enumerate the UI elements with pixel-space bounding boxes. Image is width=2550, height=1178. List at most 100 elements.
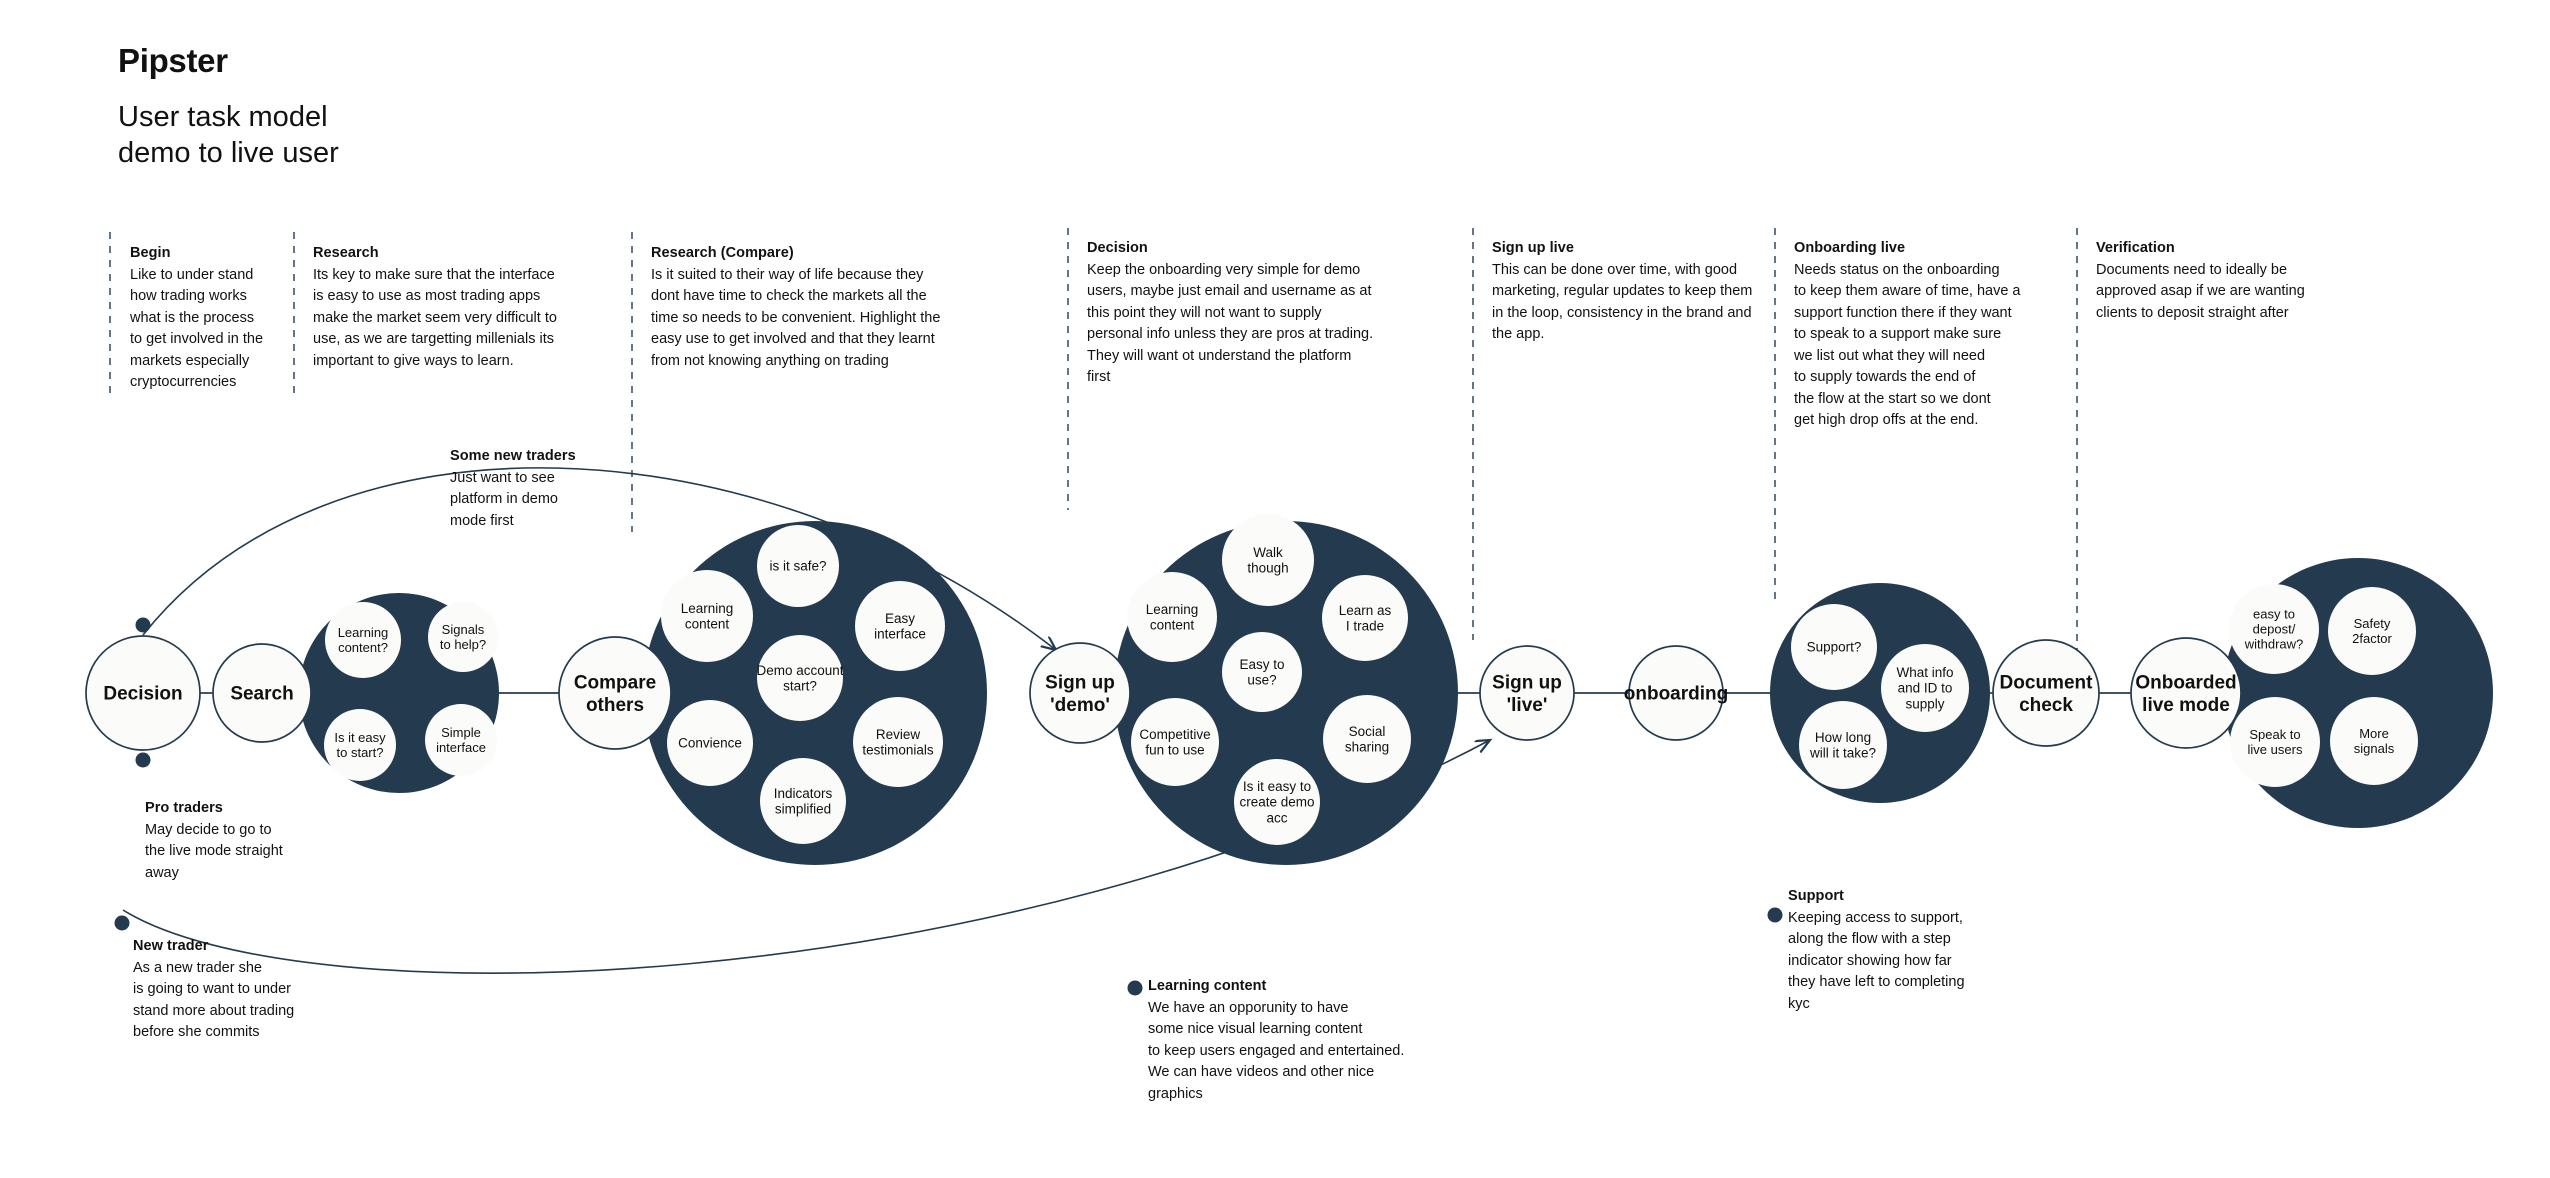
note-title: Research (Compare): [651, 245, 794, 261]
bubble-circle[interactable]: [855, 581, 945, 671]
node-circle[interactable]: [85, 635, 201, 751]
note-title: Research: [313, 245, 379, 261]
bubble-circle[interactable]: [1322, 575, 1408, 661]
node-circle[interactable]: [558, 636, 672, 750]
bubble-circle[interactable]: [760, 758, 846, 844]
flow-node-search[interactable]: Search: [212, 643, 312, 743]
bubble-circle[interactable]: [1222, 632, 1302, 712]
bubble-circle[interactable]: [1881, 644, 1969, 732]
bubble-circle[interactable]: [2229, 584, 2319, 674]
bubble-0[interactable]: is it safe?: [757, 525, 839, 607]
bubble-circle[interactable]: [1323, 695, 1411, 783]
bubble-label: Walk: [1253, 545, 1283, 560]
bubble-label: start?: [783, 679, 817, 694]
bubble-label: Is it easy to: [1243, 779, 1311, 794]
bubble-circle[interactable]: [1791, 604, 1877, 690]
note-body: Just want to see platform in demo mode f…: [450, 470, 558, 529]
subtitle-line-1: User task model: [118, 101, 328, 133]
bubble-0[interactable]: Support?: [1791, 604, 1877, 690]
node-circle[interactable]: [1029, 642, 1131, 744]
bubble-circle[interactable]: [1131, 698, 1219, 786]
bubble-circle[interactable]: [324, 709, 396, 781]
note-guide-lines: [109, 228, 2078, 660]
bubble-circle[interactable]: [667, 700, 753, 786]
note-title: Support: [1788, 888, 1844, 904]
note-title: Some new traders: [450, 448, 576, 464]
bubble-label: Indicators: [774, 786, 833, 801]
bubble-circle[interactable]: [325, 602, 401, 678]
bubble-label: withdraw?: [2244, 637, 2304, 652]
node-label: others: [586, 695, 644, 716]
begin-dot: [135, 617, 151, 633]
bubble-circle[interactable]: [853, 697, 943, 787]
bubble-label: supply: [1905, 696, 1944, 711]
bubble-label: Learning: [681, 601, 734, 616]
flow-node-signup-demo[interactable]: Sign up'demo': [1029, 642, 1131, 744]
bubble-circle[interactable]: [1799, 701, 1887, 789]
bubble-circle[interactable]: [425, 704, 497, 776]
note-body: Keep the onboarding very simple for demo…: [1087, 262, 1374, 386]
bubble-circle[interactable]: [2230, 697, 2320, 787]
bubble-circle[interactable]: [1222, 514, 1314, 606]
bubble-circle[interactable]: [2328, 587, 2416, 675]
bubble-circle[interactable]: [428, 602, 498, 672]
node-circle[interactable]: [1628, 645, 1724, 741]
bubble-label: easy to: [2253, 606, 2295, 621]
bubble-label: Speak to: [2249, 727, 2300, 742]
bubble-label: Simple: [441, 725, 481, 740]
bubble-label: Is it easy: [334, 730, 386, 745]
node-circle[interactable]: [1992, 639, 2100, 747]
node-circle[interactable]: [2130, 637, 2242, 749]
node-circle[interactable]: [212, 643, 312, 743]
note-body: Its key to make sure that the interface …: [313, 267, 557, 369]
note-title: Onboarding live: [1794, 240, 1906, 256]
bubble-circle[interactable]: [757, 525, 839, 607]
flow-node-onboarding[interactable]: onboarding: [1624, 645, 1728, 741]
bubble-circle[interactable]: [757, 635, 843, 721]
flow-node-decision[interactable]: Decision: [85, 635, 201, 751]
node-label: check: [2019, 695, 2073, 716]
note-title: Verification: [2096, 240, 2175, 256]
bubble-2[interactable]: Learn asI trade: [1322, 575, 1408, 661]
bubble-label: How long: [1815, 730, 1871, 745]
node-circle[interactable]: [1479, 645, 1575, 741]
flow-node-signup-live[interactable]: Sign up'live': [1479, 645, 1575, 741]
bubble-4[interactable]: Convience: [667, 700, 753, 786]
bubble-circle[interactable]: [1127, 572, 1217, 662]
bubble-circle[interactable]: [661, 570, 753, 662]
bubble-label: Learning: [1146, 602, 1199, 617]
bubble-label: fun to use: [1145, 743, 1204, 758]
bubble-circle[interactable]: [1234, 759, 1320, 845]
bubble-circle[interactable]: [2330, 697, 2418, 785]
node-label: Search: [230, 684, 293, 705]
